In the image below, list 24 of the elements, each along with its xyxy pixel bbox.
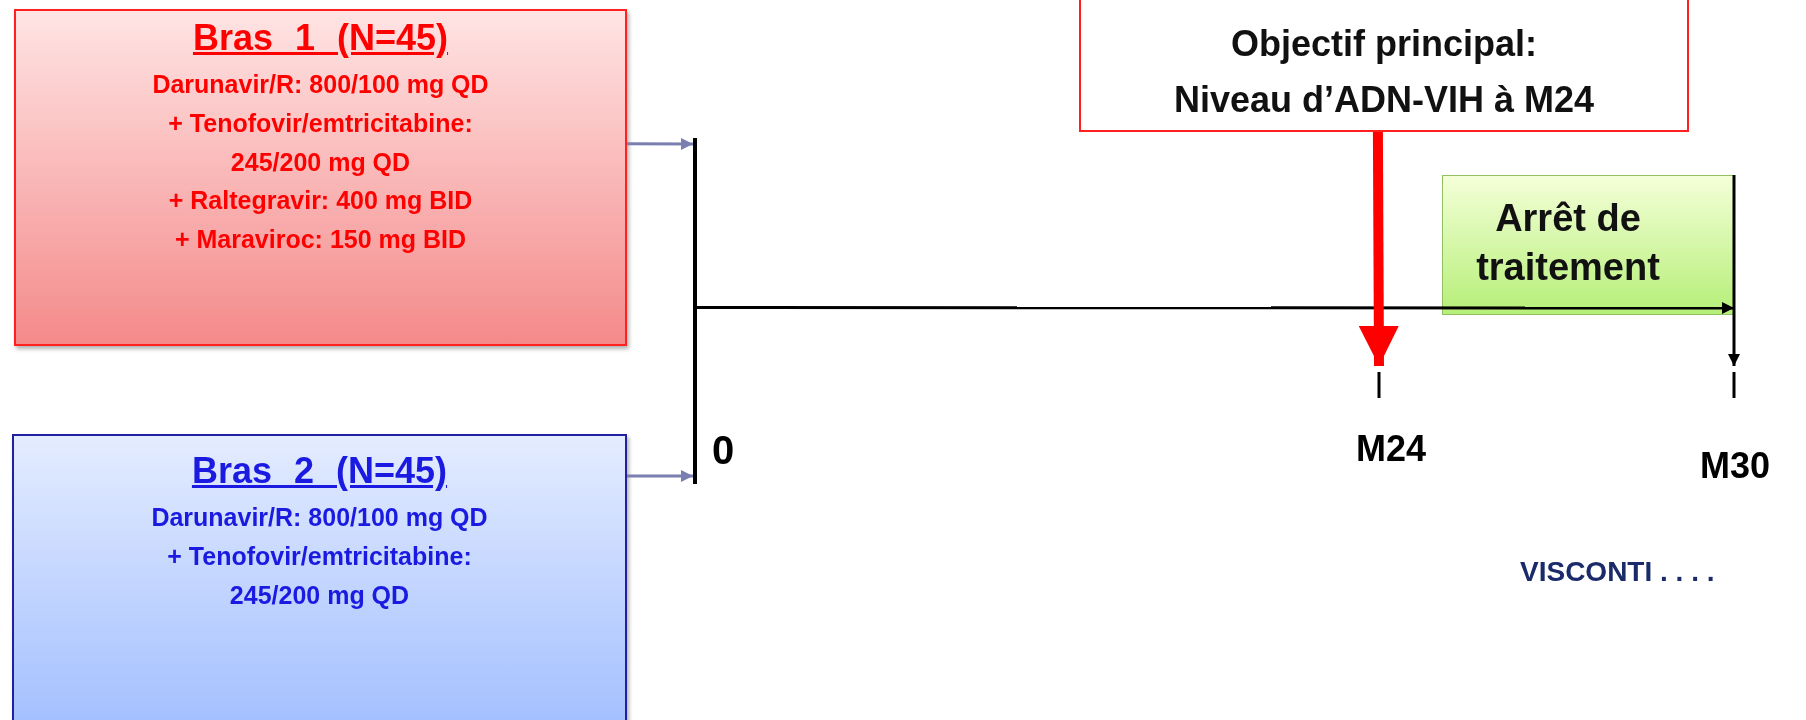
drug-regimen-text: + Raltegravir: 400 mg BID	[167, 185, 474, 217]
drug-regimen-text: Darunavir/R: 800/100 mg QD	[150, 502, 489, 533]
arrow	[627, 470, 693, 482]
objective-box	[1079, 0, 1689, 132]
treatment-stop-box	[1442, 175, 1734, 315]
time-label: 0	[712, 428, 735, 473]
study-name: VISCONTI . . . .	[1520, 556, 1715, 588]
time-label: M30	[1700, 445, 1771, 487]
drug-regimen-text: + Tenofovir/emtricitabine: 245/200 mg QD	[167, 107, 474, 178]
drug-regimen-text: + Tenofovir/emtricitabine: 245/200 mg QD	[166, 540, 473, 611]
stop-text: Arrêt de traitement	[1475, 196, 1661, 291]
arrow	[1728, 175, 1740, 366]
arrow	[697, 302, 1734, 314]
arrow	[1358, 132, 1399, 366]
treatment-arm-box	[14, 9, 627, 346]
objective-text: Objectif principal: Niveau d’ADN-VIH à M24	[1172, 22, 1596, 122]
arm-heading: Bras 1 (N=45)	[191, 17, 450, 59]
time-label: M24	[1356, 428, 1427, 470]
drug-regimen-text: Darunavir/R: 800/100 mg QD	[151, 69, 490, 100]
drug-regimen-text: + Maraviroc: 150 mg BID	[173, 224, 468, 255]
arrow	[627, 137, 693, 150]
arm-heading: Bras 2 (N=45)	[190, 450, 449, 492]
treatment-arm-box	[12, 434, 627, 720]
timeline-start-bar	[693, 138, 697, 484]
